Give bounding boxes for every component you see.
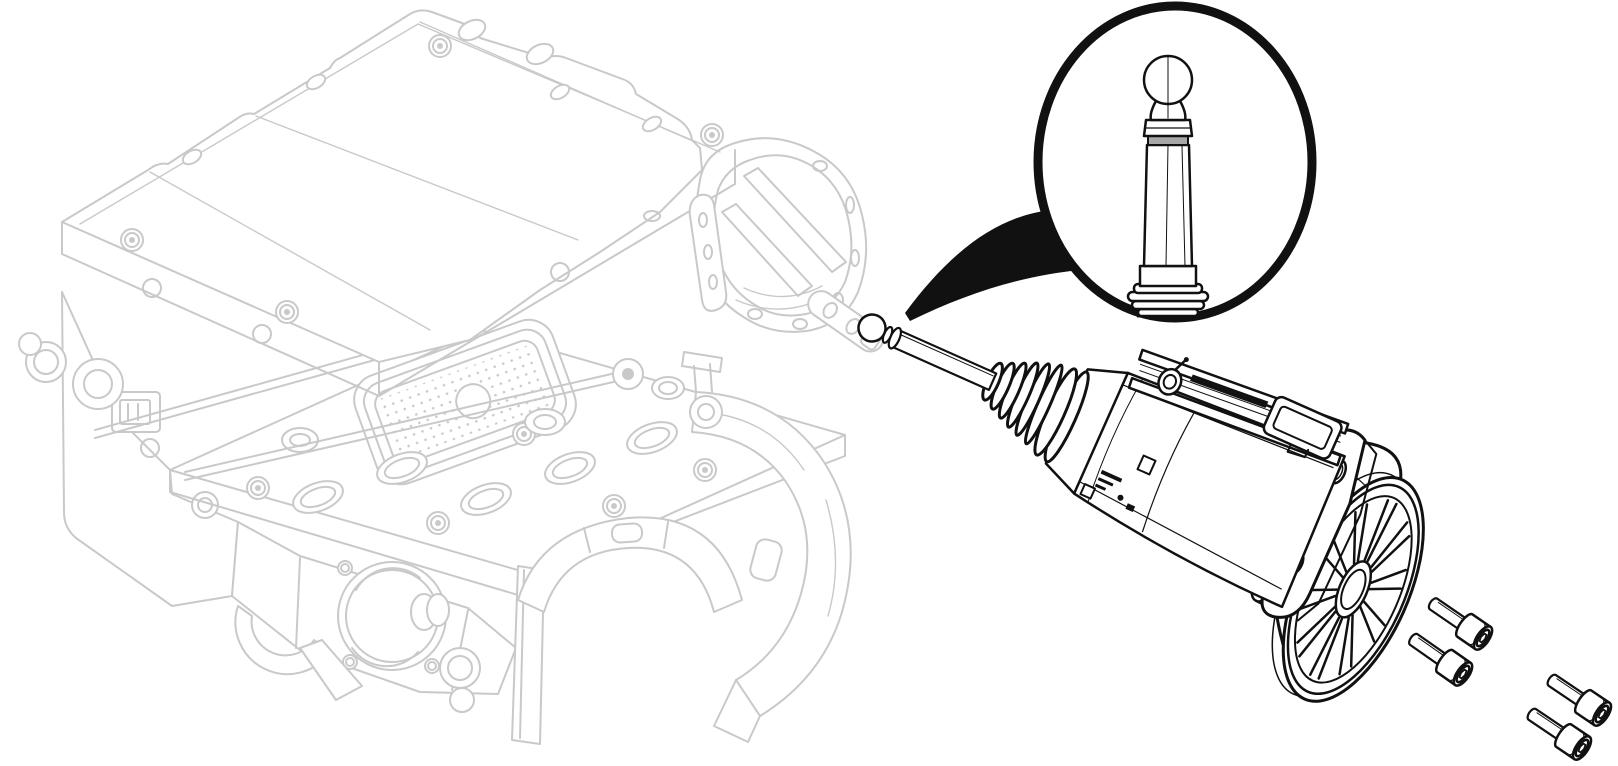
mounting-bolts: socket-head-cap-screw bbox=[1408, 597, 1613, 761]
plate-bolt bbox=[246, 476, 270, 500]
ball-pin-groove bbox=[1147, 135, 1189, 146]
plate-slot bbox=[626, 421, 678, 455]
bolt bbox=[1427, 597, 1494, 651]
connector-socket bbox=[1262, 395, 1343, 460]
valve-body-plate bbox=[169, 318, 846, 713]
top-cover bbox=[61, 9, 736, 397]
product-label bbox=[1094, 469, 1136, 512]
pump-cover-bolts bbox=[337, 560, 440, 674]
plate-slot bbox=[376, 451, 428, 485]
actuator-body bbox=[1072, 348, 1350, 609]
plate-slot bbox=[544, 451, 596, 485]
plate-bolt bbox=[426, 511, 450, 535]
bolt bbox=[1546, 673, 1613, 727]
cover-bolt bbox=[700, 123, 724, 147]
actuator-rod: actuator-ball-pin bbox=[857, 313, 998, 392]
actuator-bellows bbox=[981, 361, 1130, 495]
shift-fork-center bbox=[511, 516, 743, 745]
perforated-panel bbox=[353, 318, 577, 486]
lower-housing bbox=[18, 291, 239, 607]
plate-slot bbox=[460, 482, 512, 516]
ball-pin-detail: actuator-ball-pin bbox=[1126, 54, 1210, 318]
bolt bbox=[1526, 707, 1593, 761]
plate-bolt bbox=[693, 458, 717, 482]
cover-bolt bbox=[428, 34, 452, 58]
cover-bolt bbox=[275, 300, 299, 324]
shift-fork-left bbox=[234, 605, 363, 701]
plate-slot bbox=[292, 480, 344, 514]
cover-bolt bbox=[120, 228, 144, 252]
actuator-ball-pin: actuator-ball-pin bbox=[857, 313, 887, 343]
transmission-assembly: transmission-housing-assembly bbox=[18, 9, 885, 745]
bell-housing-flange bbox=[688, 137, 868, 333]
pump-cover bbox=[337, 560, 450, 674]
shift-actuator: gear-shift-actuator bbox=[857, 313, 1425, 703]
detail-callout: ball-pin-magnified-detail actuator-ball-… bbox=[1033, 1, 1317, 323]
plate-bolt bbox=[602, 494, 626, 518]
shift-fork-right bbox=[681, 351, 852, 743]
selector-rail bbox=[94, 345, 644, 481]
callout-pointer: callout-pointer bbox=[905, 210, 1080, 321]
bolt bbox=[1408, 632, 1474, 687]
